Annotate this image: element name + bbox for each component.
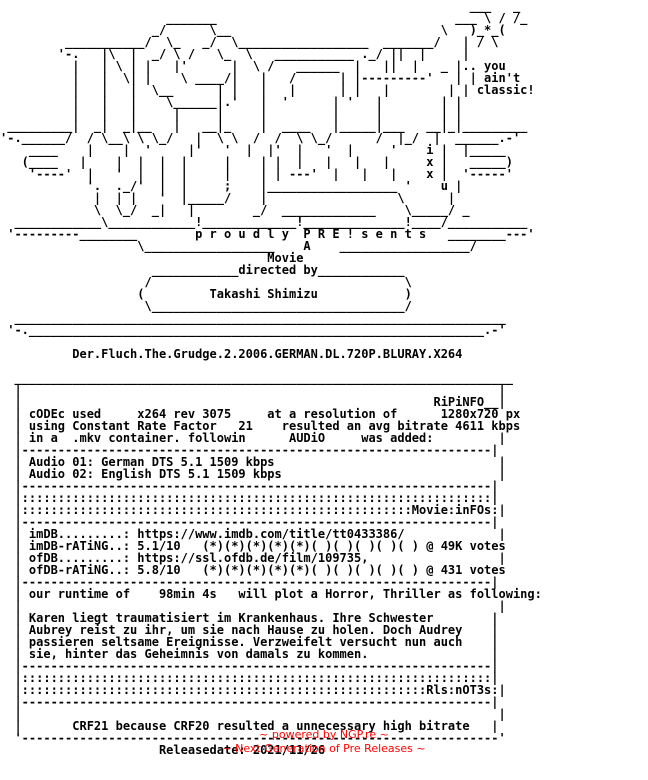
- nfo-line: | | | \__ | | | | | | | | | classic!: [0, 83, 535, 97]
- nfo-line: / \: [0, 275, 412, 289]
- nfo-line: _/ \__ \ )_*_(: [0, 23, 506, 37]
- nfo-line: | Aubrey reist zu ihr, um sie nach Hause…: [0, 623, 499, 637]
- nfo-line: ____ | | ' |' ' | |' | ' | ' i | |_____: [0, 143, 506, 157]
- nfo-line: | ofDB-rATiNG..: 5.8/10 (*)(*)(*)(*)(*)(…: [0, 563, 506, 577]
- nfo-line: '-.______/ / \__\ \ \_/ | \ \ / / \ \_/ …: [0, 131, 521, 145]
- nfo-line: _________| _| _|__ | __|_ | ____ |_____|…: [0, 119, 528, 133]
- nfo-line: Releasedate: 2021/11/26: [0, 743, 326, 757]
- nfo-line: |:::::::::::::::::::::::::::::::::::::::…: [0, 683, 506, 697]
- nfo-line: | passieren seltsame Ereignisse. Verzwei…: [0, 635, 499, 649]
- nfo-line: ________________________________________…: [0, 311, 506, 325]
- nfo-line: | cODEc used x264 rev 3075 at a resoluti…: [0, 407, 521, 421]
- nfo-line: '----' | ' | | | | | | ---' | | | x | '-…: [0, 167, 513, 181]
- nfo-line: | in a .mkv container. followin AUDiO wa…: [0, 431, 506, 445]
- nfo-line: | |: [0, 383, 506, 397]
- nfo-line: | | \| | \ ____/| | / | |---------' | | …: [0, 71, 521, 85]
- nfo-line: | | | ' |_____/ | \ |: [0, 191, 456, 205]
- nfo-line: ___________/ \_ _/ \__________________ _…: [0, 35, 499, 49]
- nfo-line: |:::::::::::::::::::::::::::::::::::::::…: [0, 491, 499, 505]
- nfo-line: ___ _: [0, 0, 521, 13]
- nfo-line: \___________________________________/: [0, 299, 412, 313]
- nfo-line: | |: [0, 599, 506, 613]
- nfo-line: '-. |\ | _/ \ / \_ \ ___________ ._/ || …: [0, 47, 470, 61]
- nfo-line: | Audio 02: English DTS 5.1 1509 kbps |: [0, 467, 506, 481]
- nfo-line: | | \ | | |' | \ / ______ | || | _ |.. y…: [0, 59, 506, 73]
- nfo-line: |---------------------------------------…: [0, 479, 499, 493]
- nfo-line: | using Constant Rate Factor 21 resulted…: [0, 419, 521, 433]
- nfo-line: | |: [0, 707, 506, 721]
- nfo-line: _______ ___ \ / /_: [0, 11, 528, 25]
- nfo-line: ____________\____________!_____________!…: [0, 215, 528, 229]
- nfo-line: |---------------------------------------…: [0, 443, 499, 457]
- nfo-line: \__________________ A __________________…: [0, 239, 477, 253]
- nfo-line: | imDB-rATiNG..: 5.1/10 (*)(*)(*)(*)(*)(…: [0, 539, 506, 553]
- nfo-line: | Audio 01: German DTS 5.1 1509 kbps |: [0, 455, 506, 469]
- footer: ~ powered by NGP.re ~ ~ Next Generation …: [0, 728, 648, 756]
- nfo-line: | RiPiNFO__|: [0, 395, 506, 409]
- nfo-line: | imDB.........: https://www.imdb.com/ti…: [0, 527, 506, 541]
- nfo-line: Movie: [0, 251, 304, 265]
- nfo-line: '-._____________________________________…: [0, 323, 506, 337]
- nfo-line: '---------________ p r o u d l y P R E !…: [0, 227, 535, 241]
- footer-tagline: ~ Next Generation of Pre Releases ~: [222, 742, 426, 755]
- nfo-document: ___ _ _______ ___ \ / /_ _/ \__ \ )_*_( …: [0, 0, 542, 756]
- nfo-line: |:::::::::::::::::::::::::::::::::::::::…: [0, 503, 506, 517]
- footer-powered-by: ~ powered by NGP.re ~: [259, 728, 389, 741]
- nfo-line: | Karen liegt traumatisiert im Krankenha…: [0, 611, 499, 625]
- nfo-line: | | | | | | | | | |: [0, 107, 463, 121]
- nfo-line: | | | \______|.' | ' | ' | | |: [0, 95, 463, 109]
- nfo-line: | CRF21 because CRF20 resulted a unneces…: [0, 719, 499, 733]
- nfo-line: '. ._/' | | ; |__________________ ' u |: [0, 179, 463, 193]
- nfo-line: |---------------------------------------…: [0, 575, 499, 589]
- nfo-line: ( Takashi Shimizu ): [0, 287, 412, 301]
- nfo-line: ________________________________________…: [0, 371, 513, 385]
- nfo-line: Der.Fluch.The.Grudge.2.2006.GERMAN.DL.72…: [0, 347, 463, 361]
- nfo-line: \ \_/ _| | _/ _____________ \_____/ _: [0, 203, 470, 217]
- nfo-line: | our runtime of 98min 4s will plot a Ho…: [0, 587, 542, 601]
- nfo-line: |---------------------------------------…: [0, 659, 499, 673]
- nfo-line: (____ | | | | | | | | | | | | x | _____): [0, 155, 513, 169]
- nfo-line: |---------------------------------------…: [0, 515, 499, 529]
- nfo-line: | sie, hinter das Geheimnis von damals z…: [0, 647, 499, 661]
- nfo-line: '---------------------------------------…: [0, 731, 506, 745]
- nfo-line: | ofDB.........: https://ssl.ofdb.de/fil…: [0, 551, 506, 565]
- nfo-line: |:::::::::::::::::::::::::::::::::::::::…: [0, 671, 499, 685]
- nfo-line: ____________directed by____________: [0, 263, 405, 277]
- nfo-line: |---------------------------------------…: [0, 695, 499, 709]
